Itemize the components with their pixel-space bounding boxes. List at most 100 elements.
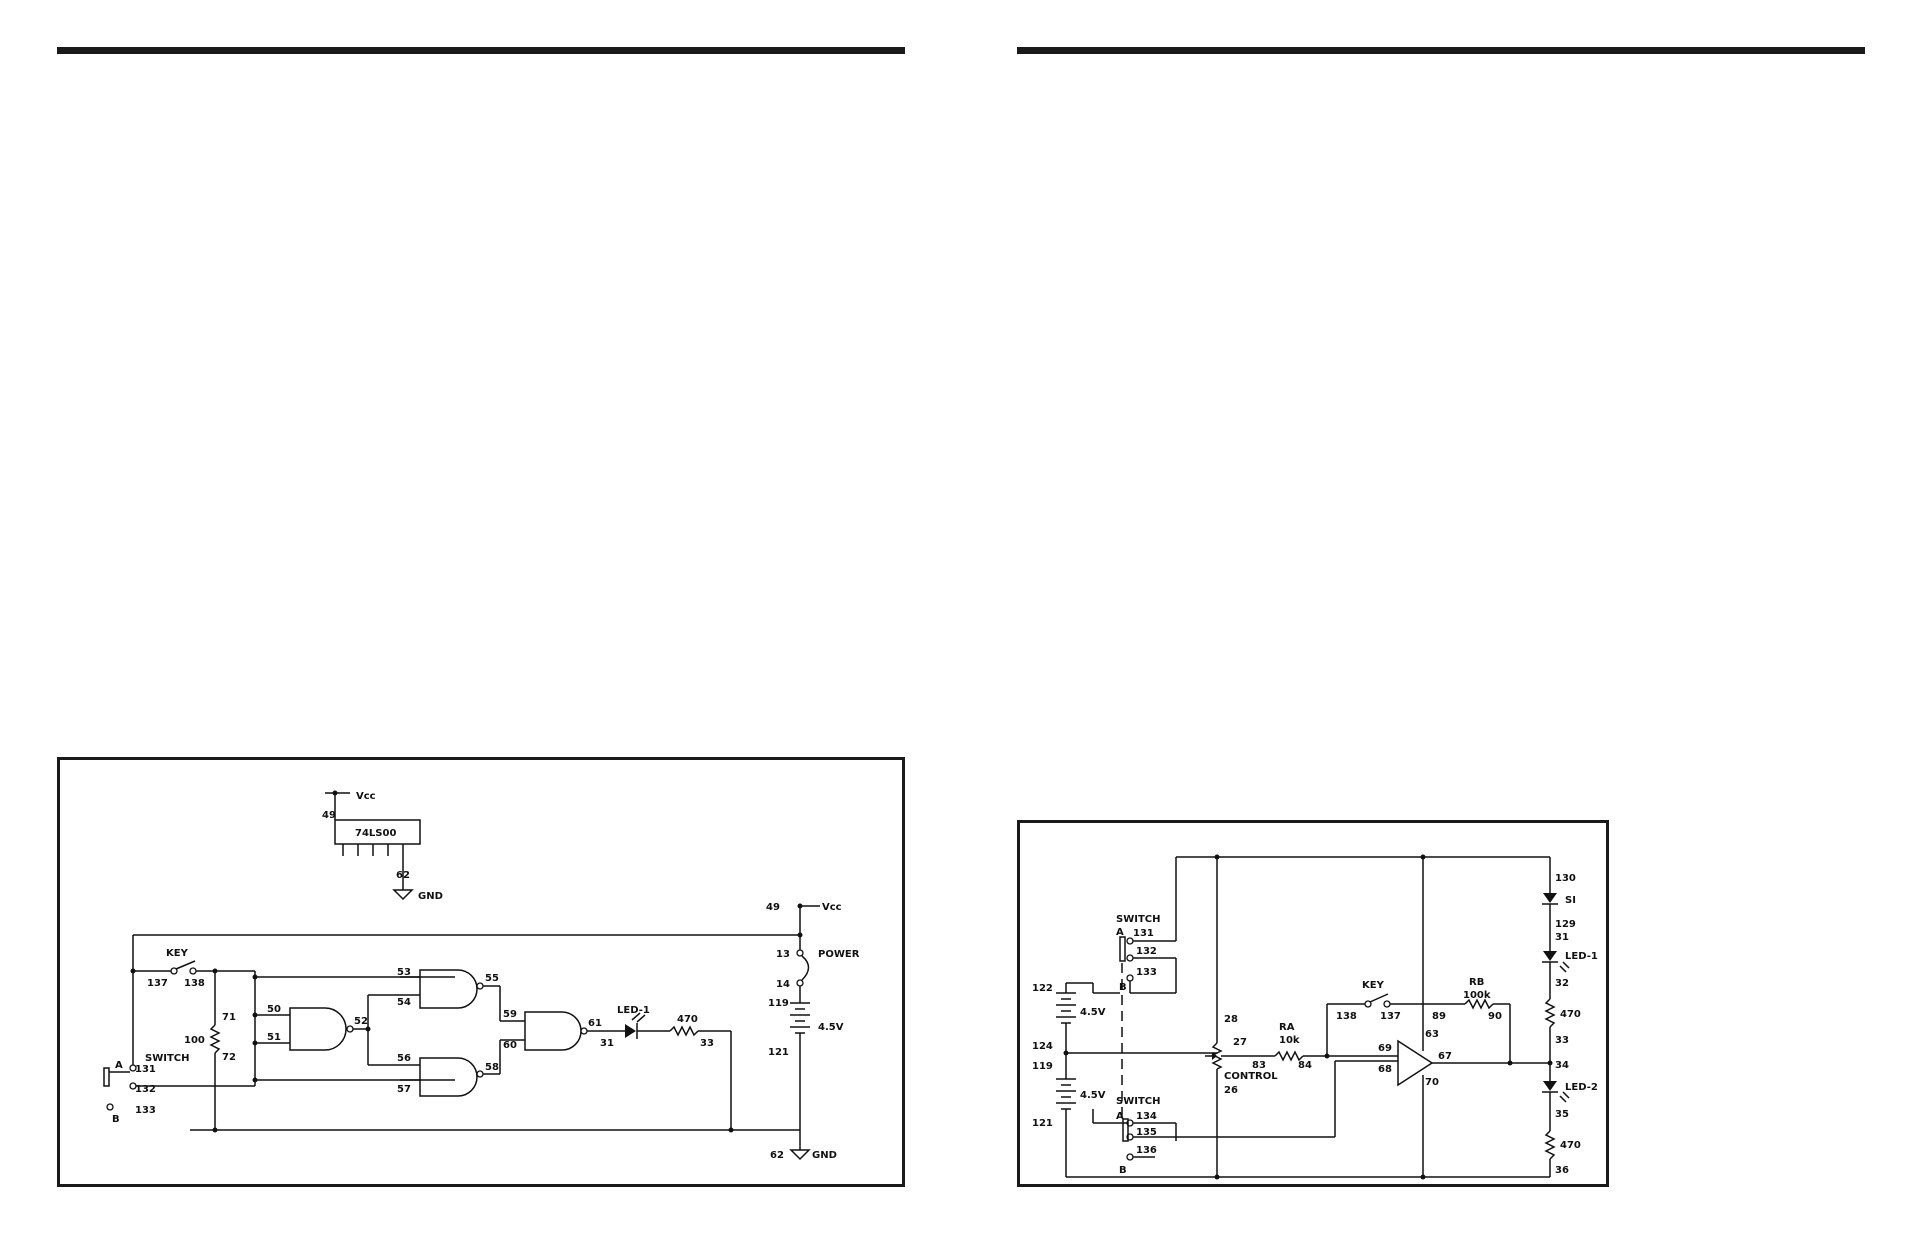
battery2-top: 119 <box>1032 1061 1053 1072</box>
switch-node-133: 133 <box>135 1105 156 1116</box>
ic-label: 74LS00 <box>355 828 396 839</box>
switch-top-b: B <box>1119 982 1127 993</box>
op-n63: 63 <box>1425 1029 1439 1040</box>
key2-label: KEY <box>1362 980 1385 991</box>
ra-n2: 84 <box>1298 1060 1312 1071</box>
op-n69: 69 <box>1378 1043 1392 1054</box>
si-label: SI <box>1565 895 1576 906</box>
gate1-in1: 50 <box>267 1004 281 1015</box>
r1-bottom: 33 <box>1555 1035 1569 1046</box>
switch-top-a: A <box>1116 927 1124 938</box>
ra-n1: 83 <box>1252 1060 1266 1071</box>
nand-gate-3: 56 57 58 <box>397 1053 500 1097</box>
rb-n2: 90 <box>1488 1011 1502 1022</box>
top-rule-left <box>57 47 905 54</box>
resistor-470: 470 33 <box>669 1014 734 1133</box>
switch-bot-label: SWITCH <box>1116 1096 1160 1107</box>
power-in-node: 13 <box>776 949 790 960</box>
schematic-opamp-circuit: SWITCH A 131 132 133 B 122 4.5V 124 <box>1032 854 1598 1180</box>
schematic-nand-circuit: Vcc 49 74LS00 62 GND KEY 137 138 100 71 … <box>103 790 860 1161</box>
power-out-node: 14 <box>776 979 790 990</box>
schematic-panel-left: Vcc 49 74LS00 62 GND KEY 137 138 100 71 … <box>57 757 905 1187</box>
nand-gate-4: 59 60 61 <box>503 1009 625 1051</box>
battery-plus-node: 119 <box>768 998 789 1009</box>
gate2-out: 55 <box>485 973 499 984</box>
battery1-bottom: 124 <box>1032 1041 1053 1052</box>
op-n68: 68 <box>1378 1064 1392 1075</box>
resistor-rb: RB 100k 89 90 <box>1432 977 1511 1063</box>
node-136: 136 <box>1136 1145 1157 1156</box>
vcc-top-label: Vcc <box>356 791 376 802</box>
resistor-node-72: 72 <box>222 1052 236 1063</box>
vcc-right-node: 49 <box>766 902 780 913</box>
led1-bottom: 32 <box>1555 978 1569 989</box>
nand-gate-2: 53 54 55 <box>397 967 500 1009</box>
resistor-label: 100 <box>184 1035 205 1046</box>
potentiometer-control: 28 27 CONTROL 26 <box>1205 1014 1278 1096</box>
vcc-right-label: Vcc <box>822 902 842 913</box>
rb-n1: 89 <box>1432 1011 1446 1022</box>
r2-bottom: 36 <box>1555 1165 1569 1176</box>
gnd-right-node: 62 <box>770 1150 784 1161</box>
battery1-top: 122 <box>1032 983 1053 994</box>
gate1-out: 52 <box>354 1016 368 1027</box>
key-node-138: 138 <box>184 978 205 989</box>
switch-bot-a: A <box>1116 1111 1124 1122</box>
output-chain: 130 SI 129 31 LED-1 32 470 33 34 LED-2 3… <box>1542 857 1598 1177</box>
switch-bottom: SWITCH A 134 135 136 B <box>1092 1061 1336 1176</box>
switch-a: A <box>115 1060 123 1071</box>
pot-bottom: 26 <box>1224 1085 1238 1096</box>
battery-2: 119 4.5V 121 <box>1032 1053 1106 1177</box>
pot-wiper: 27 <box>1233 1037 1247 1048</box>
led2-bottom: 35 <box>1555 1109 1569 1120</box>
node-132: 132 <box>1136 946 1157 957</box>
r1-label: 470 <box>1560 1009 1581 1020</box>
switch-label: SWITCH <box>145 1053 189 1064</box>
battery1-label: 4.5V <box>1080 1007 1106 1018</box>
led1-label: LED-1 <box>1565 951 1598 962</box>
op-n67: 67 <box>1438 1051 1452 1062</box>
schematic-panel-right: SWITCH A 131 132 133 B 122 4.5V 124 <box>1017 820 1609 1187</box>
gate3-in1: 56 <box>397 1053 411 1064</box>
power-label: POWER <box>818 949 860 960</box>
r470-node-33: 33 <box>700 1038 714 1049</box>
gate2-in1: 53 <box>397 967 411 978</box>
gate2-in2: 54 <box>397 997 411 1008</box>
switch-top-label: SWITCH <box>1116 914 1160 925</box>
nand-gate-1: 50 51 52 <box>267 1004 371 1051</box>
ra-value: 10k <box>1279 1035 1300 1046</box>
op-amp: 69 68 63 67 70 <box>1335 1029 1550 1088</box>
switch-top: SWITCH A 131 132 133 B <box>1116 914 1177 994</box>
key-node-137: 137 <box>147 978 168 989</box>
switch-node-131: 131 <box>135 1064 156 1075</box>
op-n70: 70 <box>1425 1077 1439 1088</box>
battery-1: 122 4.5V 124 <box>1032 982 1120 1053</box>
key2-n2: 137 <box>1380 1011 1401 1022</box>
ra-label: RA <box>1279 1022 1295 1033</box>
battery-label: 4.5V <box>818 1022 844 1033</box>
gnd-top-node: 62 <box>396 870 410 881</box>
r470-label: 470 <box>677 1014 698 1025</box>
pot-label: CONTROL <box>1224 1071 1278 1082</box>
si-bottom: 129 <box>1555 919 1576 930</box>
gate4-in2: 60 <box>503 1040 517 1051</box>
vcc-top-node: 49 <box>322 810 336 821</box>
led2-label: LED-2 <box>1565 1082 1598 1093</box>
key-switch-2: KEY 138 137 <box>1336 980 1465 1022</box>
r2-label: 470 <box>1560 1140 1581 1151</box>
gnd-right-label: GND <box>812 1150 837 1161</box>
pot-top: 28 <box>1224 1014 1238 1025</box>
resistor-node-71: 71 <box>222 1012 236 1023</box>
battery-minus-node: 121 <box>768 1047 789 1058</box>
resistor-ra: RA 10k 83 84 <box>1252 1022 1398 1071</box>
battery2-label: 4.5V <box>1080 1090 1106 1101</box>
ic-74ls00: Vcc 49 74LS00 62 GND <box>322 790 443 902</box>
node-133: 133 <box>1136 967 1157 978</box>
led-node-31: 31 <box>600 1038 614 1049</box>
switch-node-132: 132 <box>135 1084 156 1095</box>
power-section: 49 Vcc 13 POWER 14 119 4.5V 121 62 GND <box>766 902 860 1161</box>
rb-value: 100k <box>1463 990 1491 1001</box>
node-134: 134 <box>1136 1111 1157 1122</box>
switch-bot-b: B <box>1119 1165 1127 1176</box>
slide-switch: SWITCH A B 131 132 133 <box>103 1053 255 1125</box>
